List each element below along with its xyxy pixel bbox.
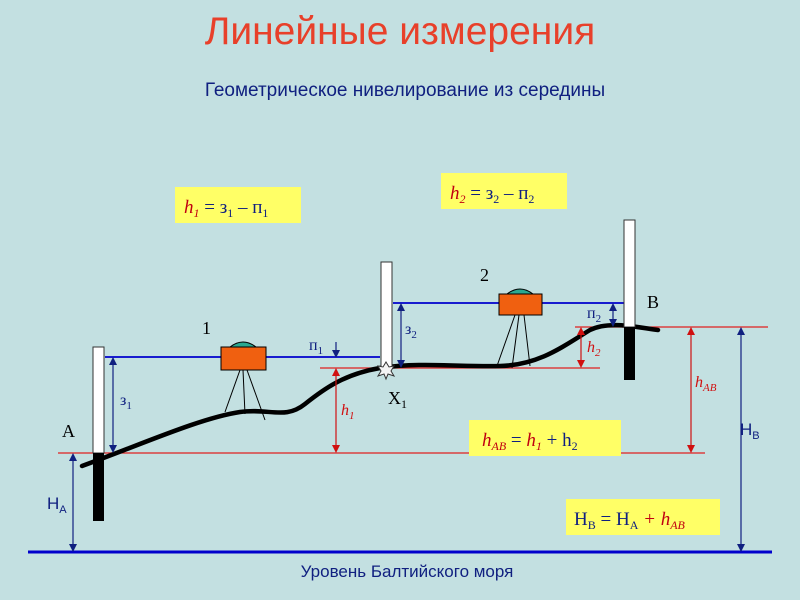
formula-h2: h2 = з2 – п2 (441, 173, 567, 209)
staff-a-stake (93, 453, 104, 521)
staff-a-pole (92, 346, 105, 454)
staff-x-pole (380, 261, 393, 369)
point-a-label: А (62, 421, 75, 441)
svg-text:hАВ = h1 + h2: hАВ = h1 + h2 (482, 430, 578, 453)
p2-label: п2 (587, 305, 601, 325)
sea-level-label: Уровень Балтийского моря (301, 562, 514, 581)
hb-label: НВ (740, 420, 760, 442)
station-1-label: 1 (202, 318, 211, 338)
ha-label: НА (47, 494, 67, 516)
svg-text:h2 = з2 – п2: h2 = з2 – п2 (450, 183, 534, 206)
level-instrument-2 (496, 288, 543, 369)
p1-label: п1 (309, 337, 323, 357)
point-x-label: X1 (388, 388, 407, 411)
svg-text:НВ = НА + hАВ: НВ = НА + hАВ (574, 509, 686, 532)
h2-label: h2 (587, 339, 601, 359)
h1-label: h1 (341, 402, 355, 422)
staff-b-stake (624, 327, 635, 380)
page-subtitle: Геометрическое нивелирование из середины (205, 80, 605, 101)
station-2-label: 2 (480, 265, 489, 285)
formula-hab: hАВ = h1 + h2 (469, 420, 621, 456)
level-instrument-1 (220, 341, 267, 421)
page-title: Линейные измерения (205, 10, 595, 53)
z2-label: з2 (405, 321, 417, 341)
turning-point-icon (376, 361, 396, 381)
formula-hb: НВ = НА + hАВ (566, 499, 720, 535)
point-b-label: В (647, 292, 659, 312)
svg-text:h1 = з1 – п1: h1 = з1 – п1 (184, 197, 268, 220)
staff-b-pole (623, 219, 636, 328)
formula-h1: h1 = з1 – п1 (175, 187, 301, 223)
hab-label: hАВ (695, 374, 717, 394)
z1-label: з1 (120, 392, 132, 412)
